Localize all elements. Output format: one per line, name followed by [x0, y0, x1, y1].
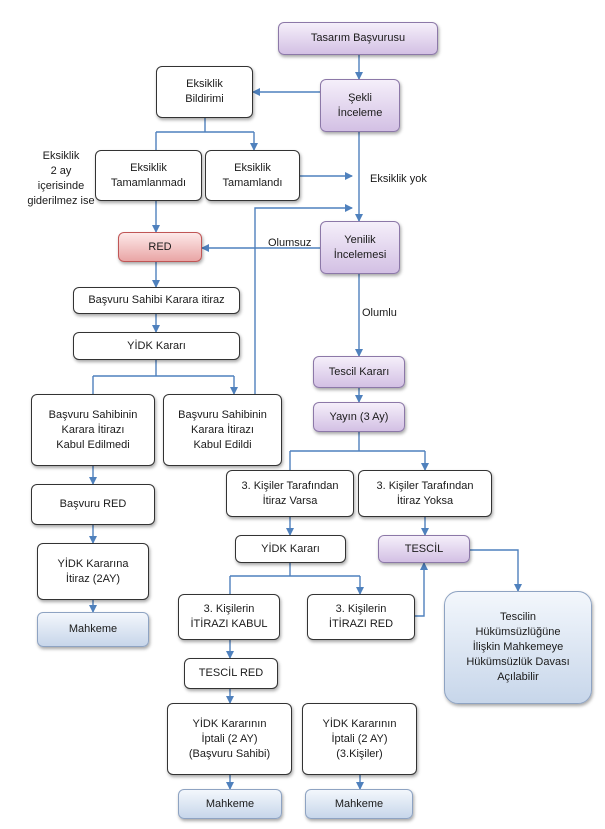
node-yidk-karari-2: YİDK Kararı: [235, 535, 346, 563]
node-eksiklik-bildirimi: Eksiklik Bildirimi: [156, 66, 253, 118]
node-red: RED: [118, 232, 202, 262]
label-olumlu: Olumlu: [362, 306, 397, 321]
node-eksiklik-tamamlandi: Eksiklik Tamamlandı: [205, 150, 300, 201]
node-itiraz-kabul-edilmedi: Başvuru Sahibinin Karara İtirazı Kabul E…: [31, 394, 155, 466]
node-mahkeme-1: Mahkeme: [37, 612, 149, 647]
node-itiraz-varsa: 3. Kişiler Tarafından İtiraz Varsa: [226, 470, 354, 517]
node-itirazi-kabul: 3. Kişilerin İTİRAZI KABUL: [178, 594, 280, 640]
node-yidk-kararina-itiraz: YİDK Kararına İtiraz (2AY): [37, 543, 149, 600]
node-iptal-basvuru-sahibi: YİDK Kararının İptali (2 AY) (Başvuru Sa…: [167, 703, 292, 775]
node-itiraz-yoksa: 3. Kişiler Tarafından İtiraz Yoksa: [358, 470, 492, 517]
node-yayin: Yayın (3 Ay): [313, 402, 405, 432]
node-basvuru-sahibi-karara-itiraz: Başvuru Sahibi Karara itiraz: [73, 287, 240, 314]
edge-itirazi-red-tescil: [415, 563, 424, 616]
edge-yayin-split: [290, 432, 425, 470]
edge-tescil-hukumsuzluk: [470, 550, 518, 591]
node-tescil-red: TESCİL RED: [184, 658, 278, 689]
node-yenilik-incelemesi: Yenilik İncelemesi: [320, 221, 400, 274]
node-iptal-kisiler: YİDK Kararının İptali (2 AY) (3.Kişiler): [302, 703, 417, 775]
node-tescil: TESCİL: [378, 535, 470, 563]
node-mahkeme-3: Mahkeme: [305, 789, 413, 819]
node-sekli-inceleme: Şekli İnceleme: [320, 79, 400, 132]
node-basvuru-red: Başvuru RED: [31, 484, 155, 525]
label-eksiklik-yok: Eksiklik yok: [370, 172, 427, 187]
node-eksiklik-tamamlanmadi: Eksiklik Tamamlanmadı: [95, 150, 202, 201]
node-mahkeme-2: Mahkeme: [178, 789, 282, 819]
label-eksiklik-2ay: Eksiklik 2 ay içerisinde giderilmez ise: [22, 149, 100, 209]
node-yidk-karari-1: YİDK Kararı: [73, 332, 240, 360]
node-tasarim-basvurusu: Tasarım Başvurusu: [278, 22, 438, 55]
label-olumsuz: Olumsuz: [268, 236, 311, 251]
edge-bildirimi-split: [156, 118, 254, 150]
node-hukumsuzluk-davasi: Tescilin Hükümsüzlüğüne İlişkin Mahkemey…: [444, 591, 592, 704]
edge-yidk2-split: [230, 563, 360, 594]
node-itirazi-red: 3. Kişilerin İTİRAZI RED: [307, 594, 415, 640]
node-itiraz-kabul-edildi: Başvuru Sahibinin Karara İtirazı Kabul E…: [163, 394, 282, 466]
node-tescil-karari: Tescil Kararı: [313, 356, 405, 388]
edge-yidk-split: [93, 360, 234, 394]
